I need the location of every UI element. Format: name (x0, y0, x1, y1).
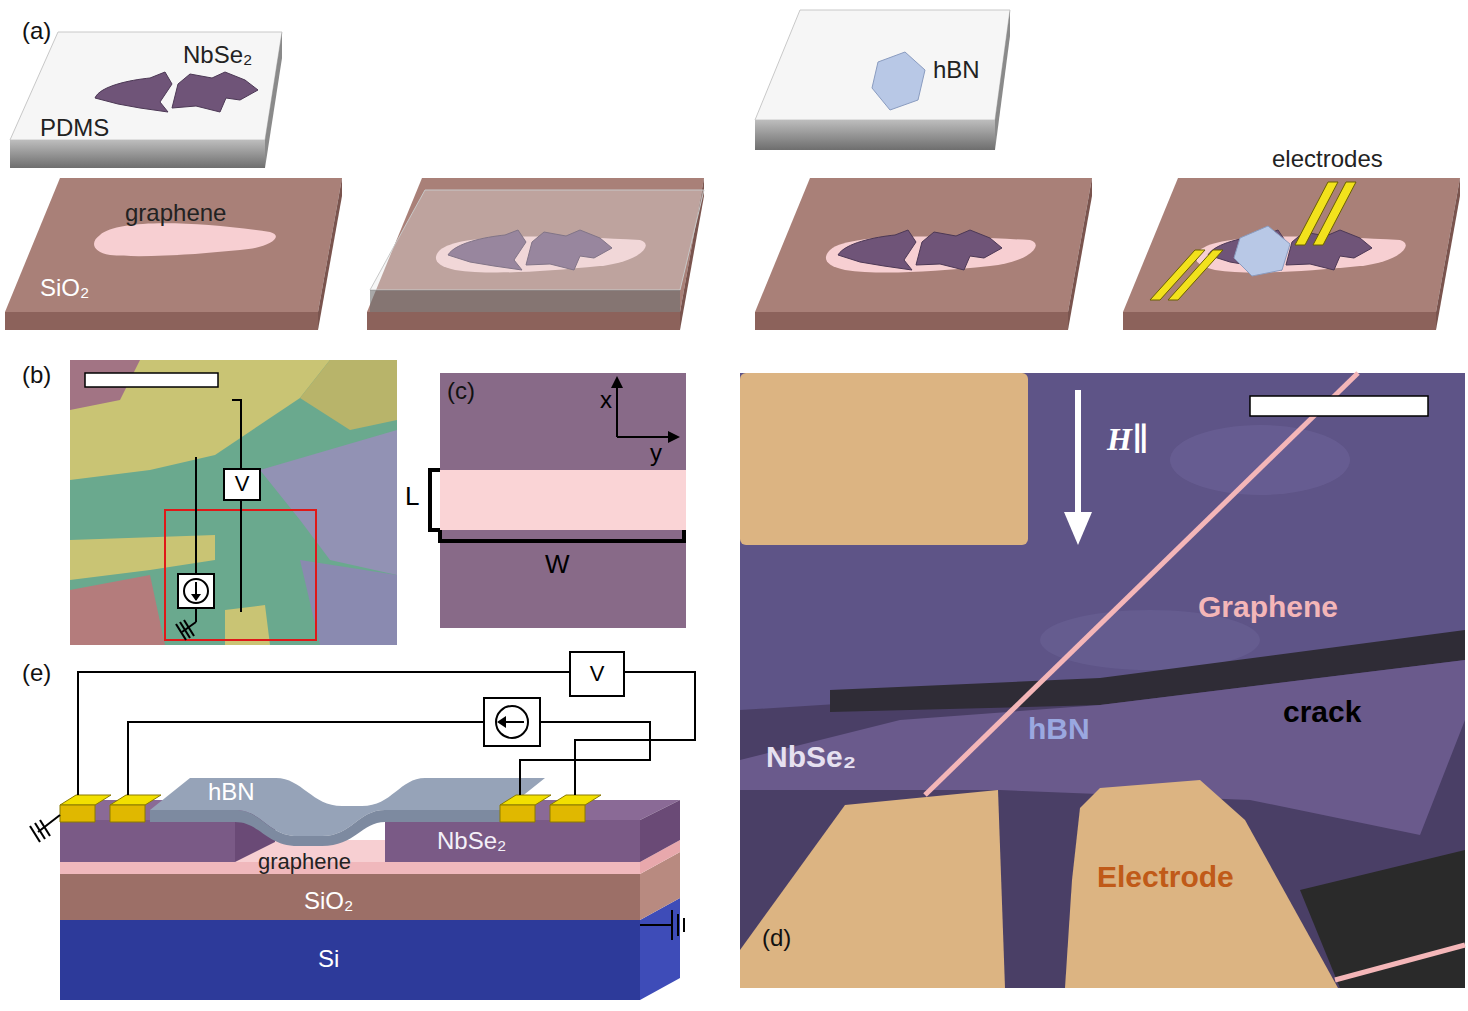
graphene-flake (94, 223, 276, 256)
substrate-slab (367, 178, 704, 330)
panel-letter: (d) (762, 925, 791, 951)
substrate-slab (755, 178, 1092, 330)
hbn-flake (1234, 226, 1290, 276)
meter-label: V (590, 662, 605, 686)
sem-image (740, 373, 1465, 988)
layer-label: SiO₂ (304, 888, 353, 914)
material-label: graphene (125, 200, 226, 226)
dimension-label: L (405, 482, 419, 511)
material-label: PDMS (40, 115, 109, 141)
field-label: H∥ (1107, 422, 1149, 457)
device-cross-section (30, 672, 695, 1000)
material-label: SiO₂ (40, 275, 89, 301)
dimension-label: W (545, 550, 570, 579)
nbse2-flakes (95, 72, 258, 112)
layer-label: graphene (258, 850, 351, 874)
material-label: hBN (1028, 712, 1090, 745)
layer-label: hBN (208, 779, 255, 805)
panel-letter: (b) (22, 362, 51, 388)
substrate-slab (1123, 178, 1460, 330)
material-label: Graphene (1198, 590, 1338, 623)
axis-label: x (600, 387, 612, 413)
axis-label: y (650, 440, 662, 466)
optical-image (70, 360, 397, 645)
substrate-slab (5, 178, 342, 330)
nbse2-flakes (838, 230, 1002, 270)
material-label: NbSe₂ (183, 42, 252, 68)
material-label: NbSe₂ (766, 740, 856, 773)
pdms-stamp (755, 10, 1010, 150)
material-label: hBN (933, 57, 980, 83)
voltmeter-box: V (569, 651, 625, 697)
panel-letter: (c) (447, 378, 475, 404)
pdms-stamp (370, 190, 704, 312)
junction-schematic (430, 373, 686, 628)
material-label: crack (1283, 695, 1361, 728)
material-label: Electrode (1097, 860, 1234, 893)
layer-label: Si (318, 946, 339, 972)
pdms-stamp (10, 32, 282, 168)
electrode-strips (1150, 182, 1356, 300)
panel-letter: (a) (22, 18, 51, 44)
layer-label: NbSe₂ (437, 828, 506, 854)
material-label: electrodes (1272, 146, 1383, 172)
meter-label: V (235, 472, 250, 496)
voltmeter-box: V (223, 468, 261, 501)
panel-letter: (e) (22, 660, 51, 686)
nbse2-flakes (1208, 230, 1372, 270)
hbn-flake (872, 52, 925, 110)
